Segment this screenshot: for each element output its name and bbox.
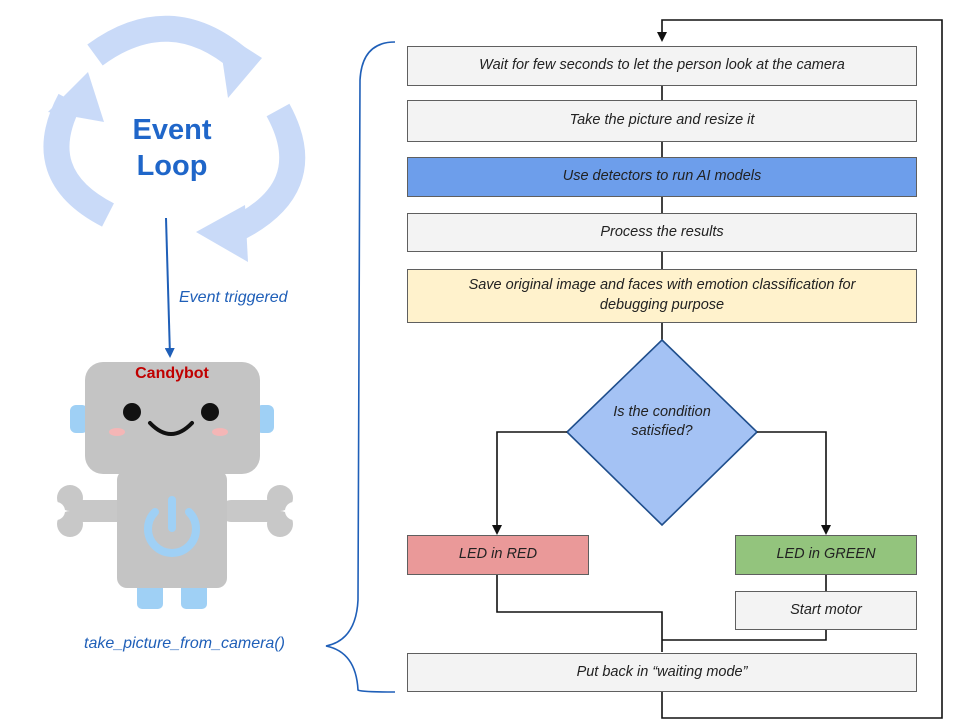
event-loop-title: Event Loop (100, 112, 244, 185)
event-loop-title-line2: Loop (136, 150, 208, 183)
decision-diamond (565, 338, 759, 527)
scope-brace (325, 41, 396, 693)
power-icon (144, 496, 200, 557)
green-merge-connector (662, 630, 827, 641)
event-trigger-arrow (164, 217, 175, 358)
branch-yes-arrow (757, 431, 831, 535)
step-save-images: Save original image and faces with emoti… (407, 269, 917, 323)
step-process-results: Process the results (407, 213, 917, 252)
loop-back-connector (657, 19, 943, 719)
step-put-back: Put back in “waiting mode” (407, 653, 917, 692)
function-label: take_picture_from_camera() (84, 635, 285, 652)
led-green-box: LED in GREEN (735, 535, 917, 575)
decision-condition-text: Is the condition satisfied? (613, 404, 711, 439)
step-take-picture: Take the picture and resize it (407, 100, 917, 142)
step-run-detectors: Use detectors to run AI models (407, 157, 917, 197)
cycle-arrows-icon (43, 15, 306, 262)
branch-no-arrow (492, 431, 567, 535)
red-merge-connector (496, 575, 663, 652)
robot-name: Candybot (135, 365, 209, 382)
led-red-box: LED in RED (407, 535, 589, 575)
event-triggered-label: Event triggered (179, 289, 288, 306)
start-motor-box: Start motor (735, 591, 917, 630)
step-wait: Wait for few seconds to let the person l… (407, 46, 917, 86)
event-loop-title-line1: Event (132, 114, 212, 146)
candybot-robot-icon (47, 362, 303, 609)
flow-connectors (661, 86, 827, 591)
